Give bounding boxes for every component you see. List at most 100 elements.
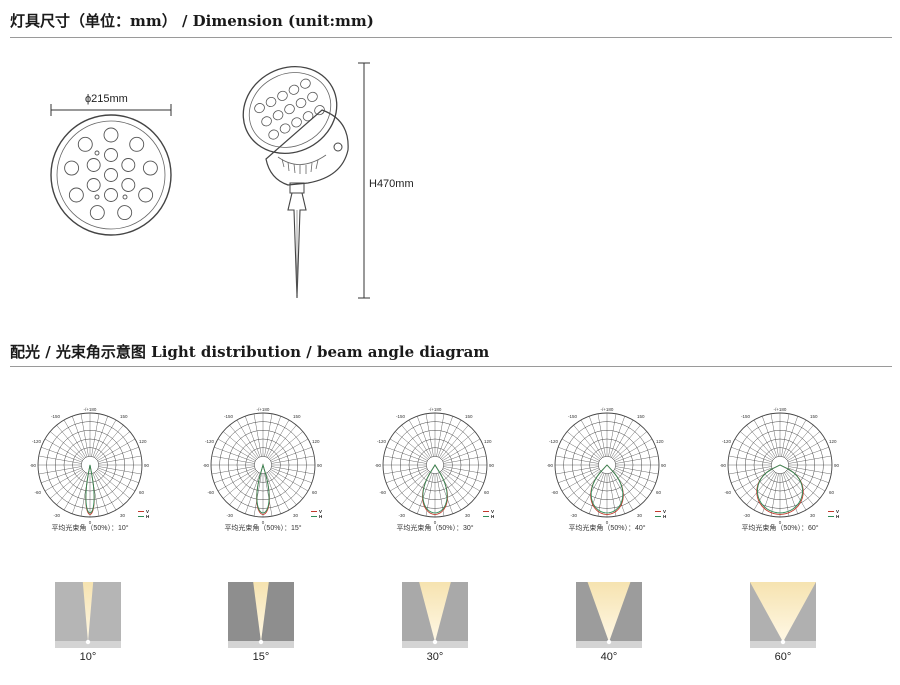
polar-spoke <box>56 425 85 459</box>
led-lens <box>291 117 302 128</box>
polar-spoke <box>395 470 429 499</box>
polar-spoke <box>615 455 659 464</box>
polar-spoke <box>95 471 124 505</box>
led-lens <box>64 160 80 176</box>
polar-spoke <box>223 470 257 499</box>
polar-tick-label: 150 <box>120 414 128 419</box>
polar-spoke <box>580 419 604 458</box>
polar-tick-label: -90 <box>547 463 553 468</box>
polar-spoke <box>567 431 601 460</box>
polar-spoke <box>72 472 88 514</box>
led-lens <box>86 178 101 192</box>
polar-tick-label: 120 <box>484 439 492 444</box>
polar-tick-label: -90 <box>203 463 209 468</box>
polar-tick-label: -90 <box>375 463 381 468</box>
beam-curve <box>756 464 804 515</box>
light-cone <box>82 582 94 642</box>
polar-spoke <box>782 416 798 458</box>
polar-spoke <box>383 455 427 464</box>
polar-tick-label: 60 <box>139 490 145 495</box>
polar-spoke <box>72 416 88 458</box>
polar-spoke <box>211 455 255 464</box>
polar-spoke <box>245 416 261 458</box>
led-lens <box>138 187 154 203</box>
beam-visual <box>228 582 294 648</box>
polar-spoke <box>441 431 475 460</box>
polar-spoke <box>417 416 433 458</box>
led-lens <box>307 91 318 102</box>
polar-tick-label: 120 <box>139 439 147 444</box>
polar-spoke <box>597 413 606 457</box>
polar-tick-label: 30 <box>293 513 299 518</box>
led-lens <box>129 136 145 152</box>
polar-spoke <box>264 413 273 457</box>
polar-spoke <box>253 473 262 517</box>
polar-spoke <box>265 472 281 514</box>
polar-spoke <box>41 447 83 463</box>
polar-spoke <box>614 468 653 492</box>
polar-tick-label: 0 <box>434 520 437 525</box>
led-lens <box>295 97 307 109</box>
floor-strip <box>55 641 121 648</box>
polar-spoke <box>389 438 428 462</box>
polar-spoke <box>214 447 256 463</box>
polar-tick-label: 150 <box>810 414 818 419</box>
polar-spoke <box>401 425 430 459</box>
led-lens <box>314 105 325 116</box>
led-lens <box>142 160 158 176</box>
polar-tick-label: -/+180 <box>774 407 787 412</box>
polar-spoke <box>97 438 136 462</box>
led-lens <box>121 178 136 192</box>
polar-spoke <box>770 473 779 517</box>
polar-spoke <box>441 470 475 499</box>
polar-spoke <box>612 425 641 459</box>
polar-spoke <box>214 467 256 483</box>
screw-dot <box>122 194 128 200</box>
legend-label: H <box>663 514 666 519</box>
polar-spoke <box>786 431 820 460</box>
polar-spoke <box>38 455 82 464</box>
polar-spoke <box>731 467 773 483</box>
polar-spoke <box>614 438 653 462</box>
light-source <box>85 639 91 645</box>
legend-label: H <box>491 514 494 519</box>
polar-spoke <box>395 431 429 460</box>
beam-angle-label: 15° <box>252 651 270 663</box>
led-lens <box>104 168 118 182</box>
polar-spoke <box>589 472 605 514</box>
polar-spoke <box>264 473 273 517</box>
dimension-section-title: 灯具尺寸（单位：mm） / Dimension (unit:mm) <box>10 12 374 30</box>
polar-spoke <box>245 472 261 514</box>
polar-spoke <box>608 473 617 517</box>
polar-spoke <box>558 447 600 463</box>
beam-visual <box>750 582 816 648</box>
polar-spoke <box>613 431 647 460</box>
legend-label: V <box>491 509 494 514</box>
polar-tick-label: -150 <box>396 414 406 419</box>
polar-tick-label: -30 <box>53 513 60 518</box>
polar-spoke <box>781 473 790 517</box>
light-source <box>780 639 786 645</box>
polar-spoke <box>746 471 775 505</box>
polar-spoke <box>614 447 656 463</box>
polar-spoke <box>92 416 108 458</box>
polar-spoke <box>44 438 83 462</box>
polar-spoke <box>440 425 469 459</box>
polar-spoke <box>270 467 312 483</box>
polar-spoke <box>442 467 484 483</box>
polar-spoke <box>96 470 130 499</box>
led-lens <box>272 110 284 121</box>
beam-angle-caption: 平均光束角（50%）：10° <box>51 525 129 532</box>
front-view-drawing <box>50 104 172 236</box>
polar-tick-label: 60 <box>656 490 662 495</box>
polar-spoke <box>614 467 656 483</box>
light-source <box>258 639 264 645</box>
polar-spoke <box>740 431 774 460</box>
polar-spoke <box>785 471 814 505</box>
polar-tick-label: -150 <box>51 414 61 419</box>
led-lens <box>104 188 118 202</box>
led-lens <box>104 148 118 162</box>
light-cone <box>587 582 631 642</box>
